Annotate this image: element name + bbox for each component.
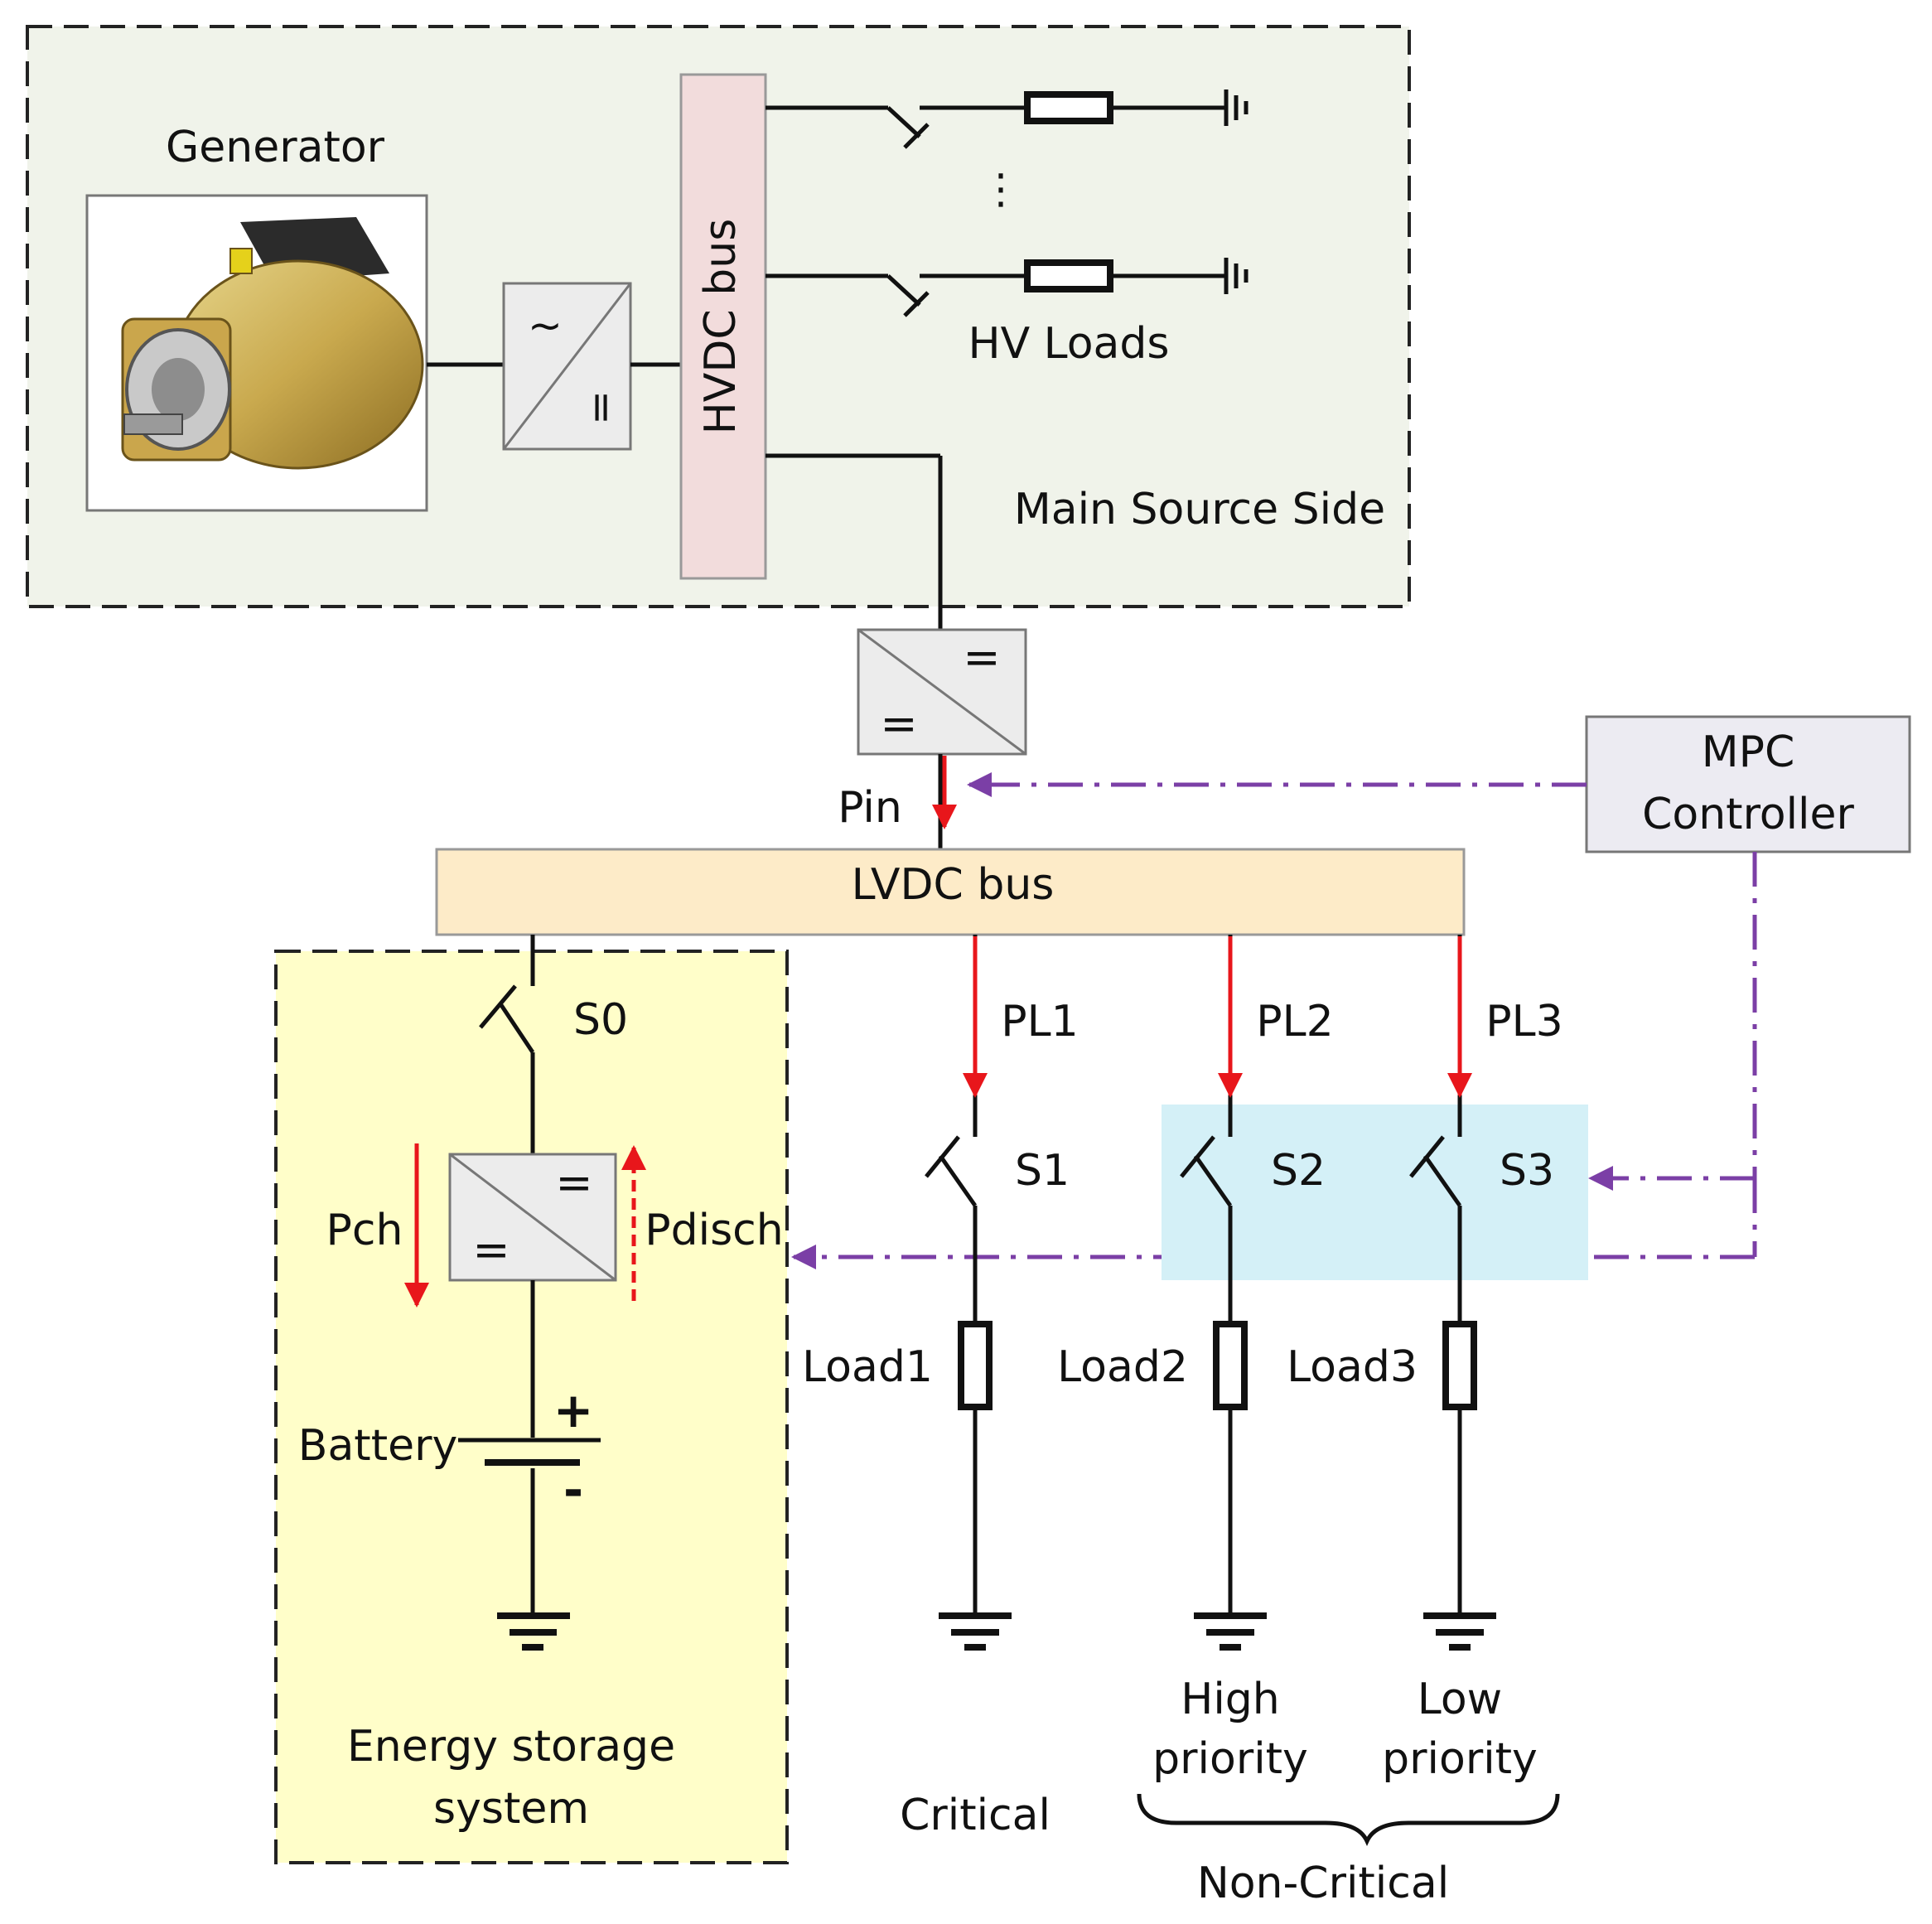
controlled-switch-zone (1162, 1105, 1588, 1280)
high-priority-line2: priority (1152, 1734, 1308, 1784)
s0-label: S0 (573, 995, 628, 1045)
hv-loads-ellipsis: ⋮ (980, 165, 1022, 213)
mpc-label-line1: MPC (1702, 728, 1795, 777)
storage-converter-top-symbol: = (555, 1157, 592, 1209)
battery-plus: + (553, 1382, 594, 1438)
main-source-section: Generator ~ = HVDC bus (26, 25, 1411, 630)
load1-label: Load1 (802, 1342, 933, 1392)
load-branch-1: PL1 S1 Load1 (802, 935, 1079, 1651)
lvdc-bus: LVDC bus (435, 848, 1466, 936)
ground-load2 (1194, 1612, 1267, 1651)
pl2-label: PL2 (1256, 997, 1333, 1047)
load-branch-3: PL3 S3 Load3 (1287, 935, 1563, 1651)
switch-s0[interactable] (479, 984, 535, 1054)
ess-title-line2: system (433, 1784, 589, 1834)
mpc-controller[interactable]: MPC Controller (1585, 715, 1911, 853)
s3-label: S3 (1500, 1146, 1554, 1196)
switch-s2[interactable] (1180, 1105, 1233, 1207)
hv-loads-label: HV Loads (968, 319, 1169, 369)
converter-out-symbol: = (880, 698, 917, 750)
main-source-label: Main Source Side (1014, 485, 1385, 534)
converter-in-symbol: = (963, 631, 1000, 684)
low-priority-line2: priority (1382, 1734, 1538, 1784)
pl3-label: PL3 (1485, 997, 1563, 1047)
mpc-label-line2: Controller (1642, 790, 1854, 839)
lvdc-bus-label: LVDC bus (852, 860, 1055, 910)
storage-converter-bottom-symbol: = (472, 1224, 510, 1276)
load2-resistor (1213, 1321, 1248, 1410)
generator-label: Generator (166, 123, 385, 172)
load3-resistor (1442, 1321, 1477, 1410)
hvdc-bus: HVDC bus (679, 73, 767, 580)
ground-load1 (939, 1612, 1012, 1651)
rectifier-ac-symbol: ~ (528, 302, 563, 350)
energy-storage-section: S0 = = Pch Pdisch + - Battery Energy sto… (274, 935, 789, 1864)
pdisch-label: Pdisch (645, 1206, 783, 1255)
load2-label: Load2 (1057, 1342, 1188, 1392)
rectifier-dc-symbol: = (578, 390, 626, 425)
hvdc-bus-label: HVDC bus (696, 219, 746, 435)
s1-label: S1 (1015, 1146, 1070, 1196)
critical-label: Critical (900, 1791, 1051, 1840)
pch-label: Pch (326, 1206, 403, 1255)
switch-s1[interactable] (925, 1105, 978, 1207)
rectifier: ~ = (502, 282, 632, 451)
storage-converter: = = (448, 1153, 617, 1282)
load3-label: Load3 (1287, 1342, 1418, 1392)
battery-label: Battery (298, 1421, 457, 1471)
ess-title-line1: Energy storage (347, 1722, 675, 1772)
load-branch-2: PL2 S2 Load2 (1057, 935, 1334, 1651)
load1-resistor (958, 1321, 993, 1410)
ground-battery (497, 1612, 570, 1651)
low-priority-line1: Low (1418, 1675, 1502, 1724)
non-critical-brace (1137, 1793, 1560, 1847)
s2-label: S2 (1271, 1146, 1326, 1196)
battery-minus: - (563, 1462, 583, 1518)
ground-load3 (1423, 1612, 1496, 1651)
generator-image (85, 194, 428, 512)
hv-lv-converter: = = (857, 628, 1027, 756)
pin-label: Pin (838, 783, 902, 833)
hv-load-1 (766, 89, 1249, 149)
high-priority-line1: High (1181, 1675, 1280, 1724)
switch-s3[interactable] (1409, 1105, 1462, 1207)
hv-load-2 (766, 258, 1249, 317)
non-critical-label: Non-Critical (1197, 1859, 1449, 1908)
battery-symbol: + - (458, 1382, 601, 1518)
pl1-label: PL1 (1001, 997, 1078, 1047)
